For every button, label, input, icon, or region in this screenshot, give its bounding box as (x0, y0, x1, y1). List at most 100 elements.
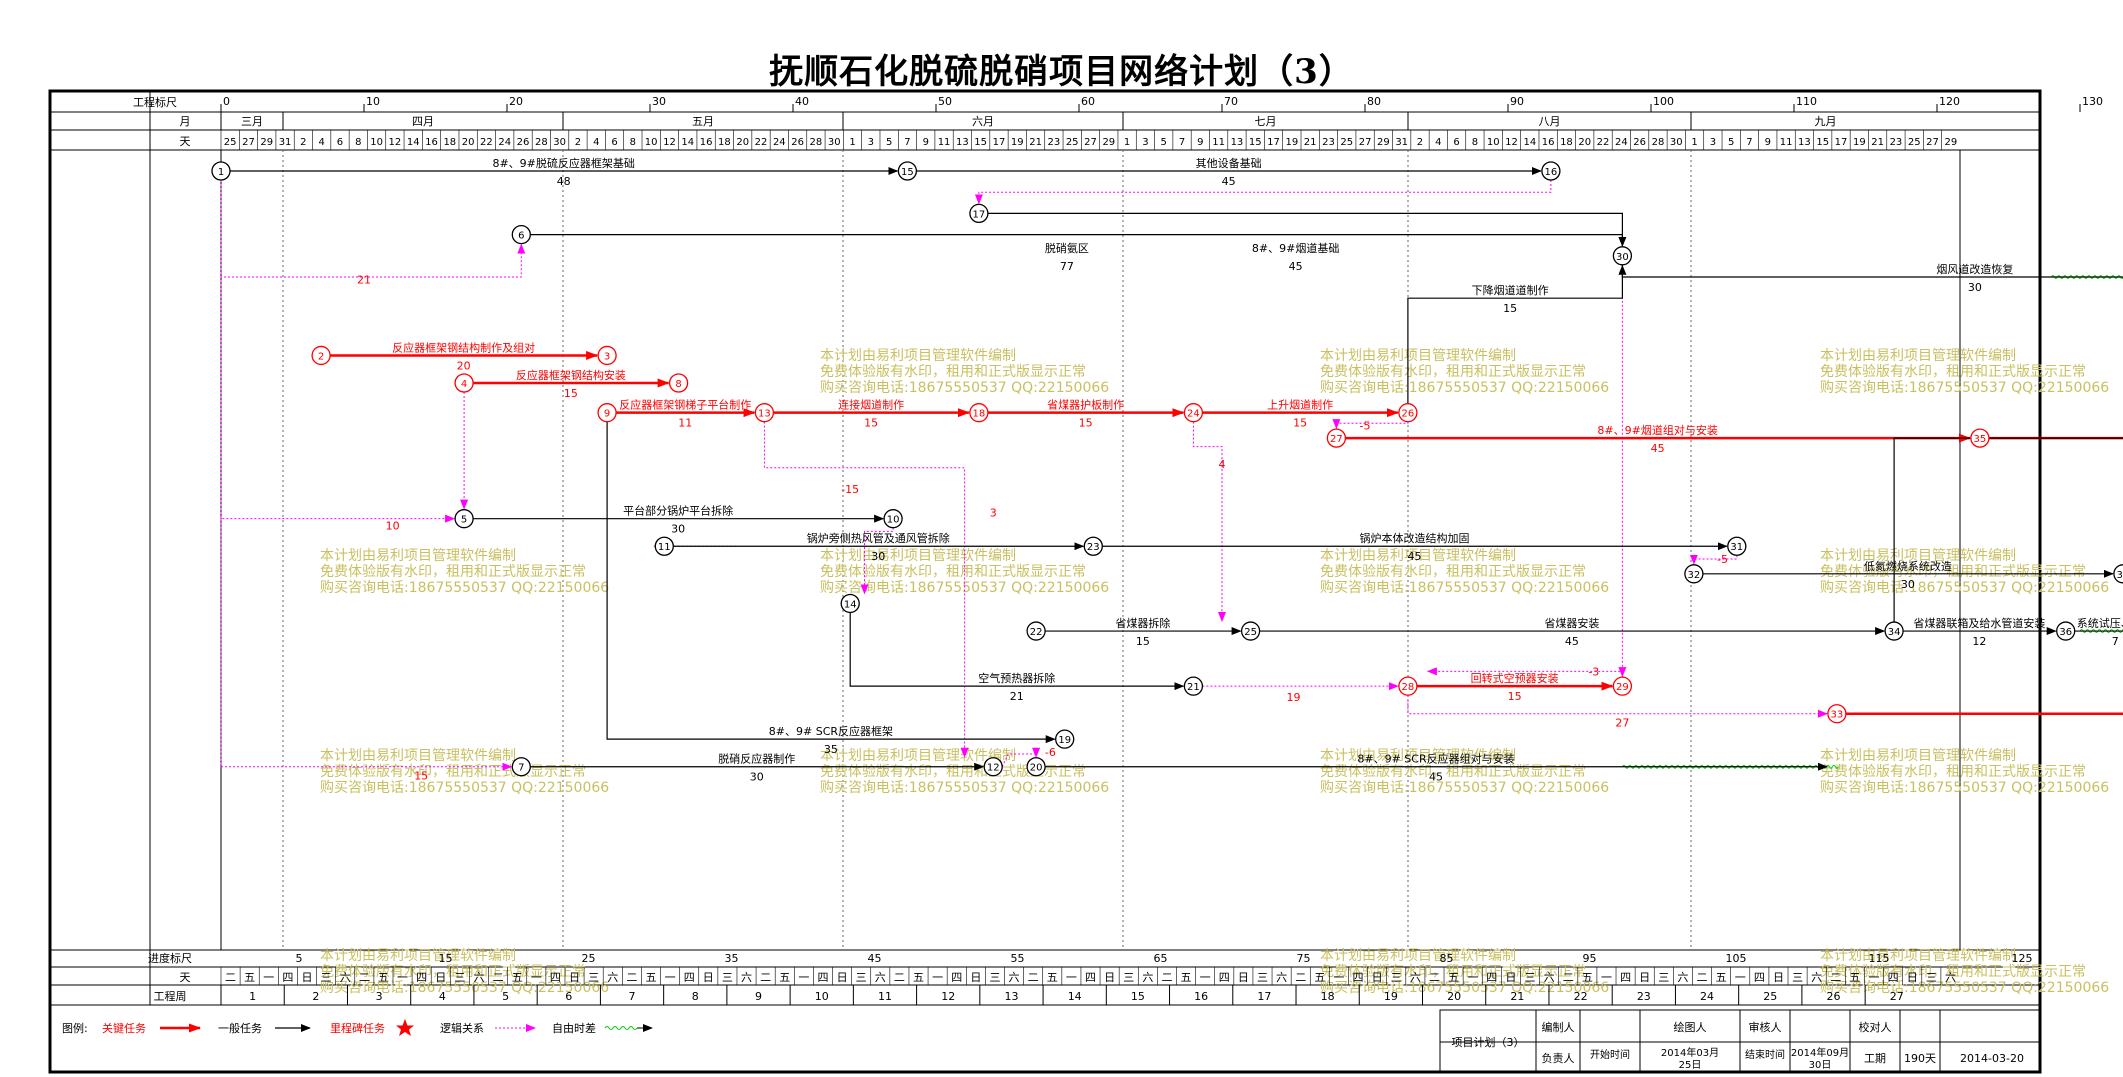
legend-critical-label: 关键任务 (102, 1021, 146, 1035)
progress-tick-label: 55 (1011, 952, 1025, 965)
watermark-text: 免费体验版有水印，租用和正式版显示正常 (1820, 964, 2086, 980)
ruler-tick-label: 40 (795, 95, 809, 108)
day-number: 10 (1487, 137, 1500, 148)
weekday-name: 日 (435, 971, 446, 984)
task-duration: 77 (1060, 260, 1074, 273)
weekday-name: 一 (1066, 971, 1077, 984)
ruler-tick-label: 10 (366, 95, 380, 108)
progress-tick-label: 35 (725, 952, 739, 965)
week-number: 19 (1384, 990, 1398, 1003)
float-label: -3 (1588, 666, 1599, 679)
watermark-text: 购买咨询电话:18675550537 QQ:22150066 (1320, 580, 1609, 596)
logic-link (1332, 419, 1409, 430)
weekday-name: 五 (645, 971, 656, 984)
day-number: 26 (517, 137, 530, 148)
progress-tick-label: 45 (868, 952, 882, 965)
info-start-value: 2014年03月 (1661, 1046, 1719, 1059)
event-node-label: 37 (2117, 570, 2123, 581)
watermark-text: 购买咨询电话:18675550537 QQ:22150066 (820, 380, 1109, 396)
day-number: 27 (1359, 137, 1372, 148)
weekday-name: 三 (1792, 971, 1803, 984)
task-duration: 45 (1651, 442, 1665, 455)
weekday-name: 二 (1028, 971, 1039, 984)
day-number: 21 (1304, 137, 1317, 148)
weekday-name: 六 (607, 971, 618, 984)
task-duration: 35 (824, 743, 838, 756)
footer-day-label: 天 (180, 971, 191, 984)
weekday-name: 五 (1849, 971, 1860, 984)
logic-link (1407, 695, 1828, 718)
event-nodes: 1151617630402348913182426273546510112331… (211, 161, 2123, 777)
time-scale-header: 工程标尺月天0102030405060708090100110120130140… (133, 95, 2103, 150)
float-label: 4 (1219, 458, 1226, 471)
legend-label: 图例: (62, 1021, 88, 1035)
watermark-text: 本计划由易利项目管理软件编制 (320, 948, 516, 964)
event-node-label: 12 (987, 763, 1000, 774)
day-number: 17 (1267, 137, 1280, 148)
week-number: 9 (755, 990, 762, 1003)
event-node-label: 25 (1244, 627, 1257, 638)
progress-label: 进度标尺 (148, 951, 192, 965)
ruler-label: 工程标尺 (133, 95, 177, 109)
event-node-label: 34 (1888, 627, 1901, 638)
logic-link (220, 518, 513, 771)
watermark-text: 本计划由易利项目管理软件编制 (1820, 548, 2016, 564)
watermark-text: 本计划由易利项目管理软件编制 (1820, 348, 2016, 364)
task-name: 省煤器拆除 (1115, 616, 1170, 630)
task-duration: 15 (1079, 417, 1093, 430)
event-node-label: 11 (658, 542, 671, 553)
weekday-name: 三 (1525, 971, 1536, 984)
event-node-18 (969, 403, 989, 423)
watermark-text: 免费体验版有水印，租用和正式版显示正常 (820, 764, 1086, 780)
weekday-name: 六 (1677, 971, 1688, 984)
event-node-24 (1183, 403, 1204, 423)
day-number: 28 (1652, 137, 1665, 148)
info-end-value: 2014年09月 (1791, 1046, 1849, 1059)
ruler-tick-label: 100 (1653, 95, 1674, 108)
day-number: 27 (1084, 137, 1097, 148)
ruler-tick-label: 80 (1367, 95, 1381, 108)
ruler-tick-label: 20 (509, 95, 523, 108)
task-arrow (1407, 264, 1627, 404)
event-node-6 (511, 224, 531, 245)
event-node-35 (1970, 428, 1990, 448)
day-number: 20 (462, 137, 475, 148)
weekday-name: 日 (1372, 971, 1383, 984)
week-number: 22 (1574, 990, 1588, 1003)
week-number: 3 (376, 990, 383, 1003)
day-number: 5 (1728, 137, 1734, 148)
day-number: 2 (1417, 137, 1423, 148)
task-name: 锅炉本体改造结构加固 (1360, 531, 1470, 545)
weekday-name: 四 (1620, 971, 1631, 984)
progress-tick-label: 125 (2012, 952, 2033, 965)
weekday-name: 六 (1544, 971, 1555, 984)
weekday-name: 五 (378, 971, 389, 984)
watermark-text: 免费体验版有水印，租用和正式版显示正常 (320, 964, 586, 980)
week-number: 24 (1700, 990, 1714, 1003)
task-duration: 21 (1010, 690, 1024, 703)
week-number: 27 (1890, 990, 1904, 1003)
event-node-34 (1884, 621, 1904, 641)
day-number: 15 (1816, 137, 1829, 148)
week-number: 11 (878, 990, 892, 1003)
day-number: 28 (535, 137, 548, 148)
day-number: 25 (224, 137, 237, 148)
week-number: 14 (1068, 990, 1082, 1003)
weekday-name: 四 (1888, 971, 1899, 984)
event-node-label: 27 (1330, 434, 1343, 445)
weekday-name: 四 (1754, 971, 1765, 984)
weekday-name: 六 (1142, 971, 1153, 984)
week-number: 23 (1637, 990, 1651, 1003)
week-number: 7 (629, 990, 636, 1003)
task-name: 系统试压、吹扫 (2077, 617, 2123, 630)
watermark-text: 免费体验版有水印，租用和正式版显示正常 (820, 564, 1086, 580)
watermark-text: 购买咨询电话:18675550537 QQ:22150066 (320, 580, 609, 596)
event-node-23 (1083, 536, 1103, 556)
week-number: 25 (1763, 990, 1777, 1003)
info-start-label: 开始时间 (1590, 1048, 1630, 1061)
task-duration: 15 (864, 417, 878, 430)
event-node-20 (1026, 757, 1046, 777)
week-label: 工程周 (154, 990, 187, 1003)
task-duration: 45 (1289, 260, 1303, 273)
event-node-13 (754, 403, 775, 423)
